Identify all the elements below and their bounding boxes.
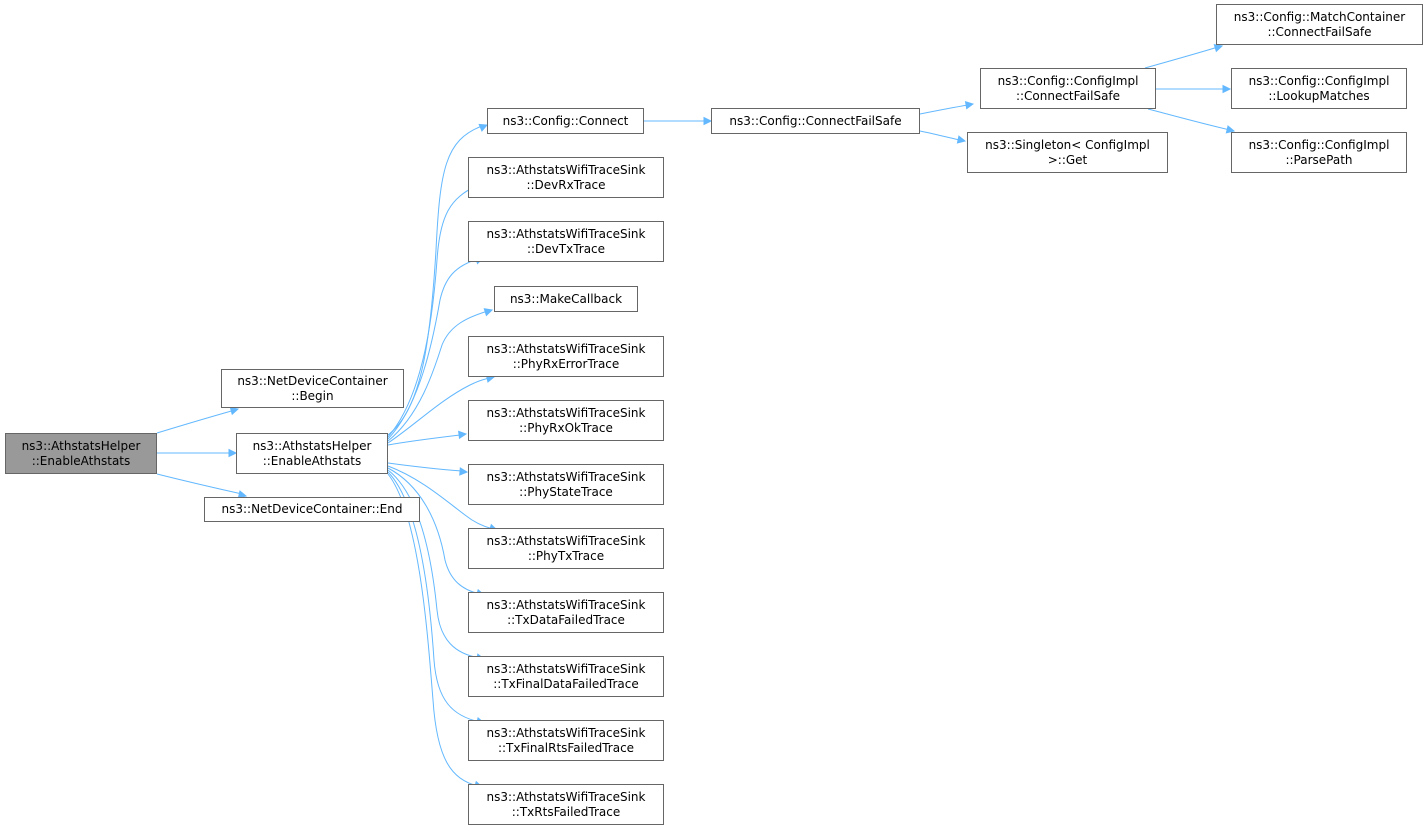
arrowhead-connect_fs-singleton xyxy=(956,135,967,144)
node-label-line2: ::TxFinalRtsFailedTrace xyxy=(497,740,635,755)
node-config-connectfailsafe[interactable]: ns3::Config::ConnectFailSafe xyxy=(711,108,920,134)
edge-connect_fs-ci xyxy=(919,104,969,115)
arrowhead-ah-connect xyxy=(478,123,489,132)
edge-ah-phy_state xyxy=(387,462,463,472)
edge-ah-dev_tx xyxy=(387,258,479,440)
node-label-line1: ns3::Config::MatchContainer xyxy=(1233,9,1406,24)
arrowhead-root-ndc_end xyxy=(237,490,248,499)
node-label-line2: ::TxDataFailedTrace xyxy=(507,612,625,627)
node-label-line1: ns3::Config::Connect xyxy=(502,113,629,128)
node-devtxtrace[interactable]: ns3::AthstatsWifiTraceSink ::DevTxTrace xyxy=(468,221,664,262)
node-label-line1: ns3::Config::ConnectFailSafe xyxy=(729,113,902,128)
node-txrtsfailedtrace[interactable]: ns3::AthstatsWifiTraceSink ::TxRtsFailed… xyxy=(468,784,664,825)
arrowhead-connect_fs-ci xyxy=(964,101,975,110)
edge-ah-dev_rx xyxy=(387,184,479,438)
arrowhead-ah-phy_rxok xyxy=(458,430,468,440)
arrowhead-ci-mc xyxy=(1213,44,1224,53)
edge-root-ndc_begin xyxy=(156,409,236,434)
node-configimpl-connectfailsafe[interactable]: ns3::Config::ConfigImpl ::ConnectFailSaf… xyxy=(980,68,1156,109)
node-label-line1: ns3::AthstatsWifiTraceSink xyxy=(486,341,646,356)
node-label-line1: ns3::NetDeviceContainer::End xyxy=(221,502,403,516)
node-ndc-end[interactable]: ns3::NetDeviceContainer::End xyxy=(204,497,420,522)
node-label-line2: ::PhyRxErrorTrace xyxy=(512,356,620,371)
edge-root-ndc_end xyxy=(156,473,243,495)
node-makecallback[interactable]: ns3::MakeCallback xyxy=(494,286,638,312)
node-label-line1: ns3::AthstatsWifiTraceSink xyxy=(486,661,646,676)
edge-ah-tx_final_data xyxy=(387,469,481,659)
node-ndc-begin[interactable]: ns3::NetDeviceContainer ::Begin xyxy=(221,369,404,408)
node-txdatafailedtrace[interactable]: ns3::AthstatsWifiTraceSink ::TxDataFaile… xyxy=(468,592,664,633)
node-label-line2: ::DevTxTrace xyxy=(526,241,606,256)
node-singleton-get[interactable]: ns3::Singleton< ConfigImpl >::Get xyxy=(967,132,1168,173)
node-label-line1: ns3::AthstatsWifiTraceSink xyxy=(486,226,646,241)
edge-ci-mc xyxy=(1144,46,1219,69)
arrowhead-ci-parse xyxy=(1225,125,1236,134)
node-label-line2: ::PhyStateTrace xyxy=(519,484,613,499)
node-label-line1: ns3::MakeCallback xyxy=(509,291,623,306)
node-label-line2: ::PhyTxTrace xyxy=(527,548,605,563)
node-label-line2: ::TxRtsFailedTrace xyxy=(511,804,621,819)
edge-ah-phy_tx xyxy=(387,465,494,530)
edge-connect_fs-singleton xyxy=(919,130,961,141)
node-label-line1: ns3::AthstatsHelper xyxy=(252,438,372,453)
node-label-line1: ns3::Config::ConfigImpl xyxy=(997,73,1139,88)
node-label-line1: ns3::AthstatsHelper xyxy=(21,438,141,453)
node-label-line2: ::ConnectFailSafe xyxy=(1267,24,1372,39)
node-label-line1: ns3::Config::ConfigImpl xyxy=(1248,137,1390,152)
arrowhead-ah-make_cb xyxy=(483,308,494,317)
node-configimpl-lookupmatches[interactable]: ns3::Config::ConfigImpl ::LookupMatches xyxy=(1231,68,1407,109)
arrowhead-connect-connect_fs xyxy=(703,116,713,126)
edge-ci-parse xyxy=(1147,108,1231,131)
node-txfinalrtsfailedtrace[interactable]: ns3::AthstatsWifiTraceSink ::TxFinalRtsF… xyxy=(468,720,664,761)
node-label-line2: ::LookupMatches xyxy=(1268,88,1370,103)
edge-ah-tx_data xyxy=(387,467,481,595)
node-label-line2: ::DevRxTrace xyxy=(526,177,606,192)
node-label-line1: ns3::AthstatsWifiTraceSink xyxy=(486,789,646,804)
node-txfinaldatafailedtrace[interactable]: ns3::AthstatsWifiTraceSink ::TxFinalData… xyxy=(468,656,664,697)
node-label-line1: ns3::AthstatsWifiTraceSink xyxy=(486,162,646,177)
node-label-line2: >::Get xyxy=(1047,152,1088,167)
node-label-line1: ns3::AthstatsWifiTraceSink xyxy=(486,469,646,484)
edge-ah-phy_rxerr xyxy=(387,377,491,444)
node-phyrxoktrace[interactable]: ns3::AthstatsWifiTraceSink ::PhyRxOkTrac… xyxy=(468,400,664,441)
node-label-line2: ::ParsePath xyxy=(1285,152,1353,167)
node-athstatshelper-enableathstats[interactable]: ns3::AthstatsHelper ::EnableAthstats xyxy=(236,433,388,474)
node-label-line1: ns3::AthstatsWifiTraceSink xyxy=(486,533,646,548)
node-label-line1: ns3::AthstatsWifiTraceSink xyxy=(486,597,646,612)
node-phytxtrace[interactable]: ns3::AthstatsWifiTraceSink ::PhyTxTrace xyxy=(468,528,664,569)
node-label-line1: ns3::NetDeviceContainer xyxy=(237,373,388,388)
node-devrxtrace[interactable]: ns3::AthstatsWifiTraceSink ::DevRxTrace xyxy=(468,157,664,198)
node-label-line2: ::Begin xyxy=(291,388,334,403)
node-matchcontainer-connectfailsafe[interactable]: ns3::Config::MatchContainer ::ConnectFai… xyxy=(1216,4,1423,45)
node-label-line2: ::TxFinalDataFailedTrace xyxy=(493,676,639,691)
arrowhead-root-ah_enable xyxy=(228,448,238,458)
node-label-line2: ::PhyRxOkTrace xyxy=(519,420,613,435)
arrowhead-root-ndc_begin xyxy=(229,406,240,416)
node-label-line1: ns3::AthstatsWifiTraceSink xyxy=(486,405,646,420)
node-phystatetrace[interactable]: ns3::AthstatsWifiTraceSink ::PhyStateTra… xyxy=(468,464,664,505)
node-configimpl-parsepath[interactable]: ns3::Config::ConfigImpl ::ParsePath xyxy=(1231,132,1407,173)
node-root-athstatshelper-enableathstats: ns3::AthstatsHelper ::EnableAthstats xyxy=(5,433,157,474)
node-config-connect[interactable]: ns3::Config::Connect xyxy=(487,108,644,134)
arrowhead-ci-lookup xyxy=(1222,84,1232,94)
node-label-line2: ::ConnectFailSafe xyxy=(1015,88,1121,103)
node-label-line1: ns3::AthstatsWifiTraceSink xyxy=(486,725,646,740)
arrowhead-ah-phy_state xyxy=(459,467,469,476)
edge-ah-make_cb xyxy=(387,310,489,442)
node-label-line1: ns3::Singleton< ConfigImpl xyxy=(985,137,1150,152)
node-label-line1: ns3::Config::ConfigImpl xyxy=(1248,73,1390,88)
node-label-line2: ::EnableAthstats xyxy=(262,453,362,468)
node-phyrxerrortrace[interactable]: ns3::AthstatsWifiTraceSink ::PhyRxErrorT… xyxy=(468,336,664,377)
node-label-line2: ::EnableAthstats xyxy=(31,453,131,468)
edge-ah-phy_rxok xyxy=(387,434,461,446)
